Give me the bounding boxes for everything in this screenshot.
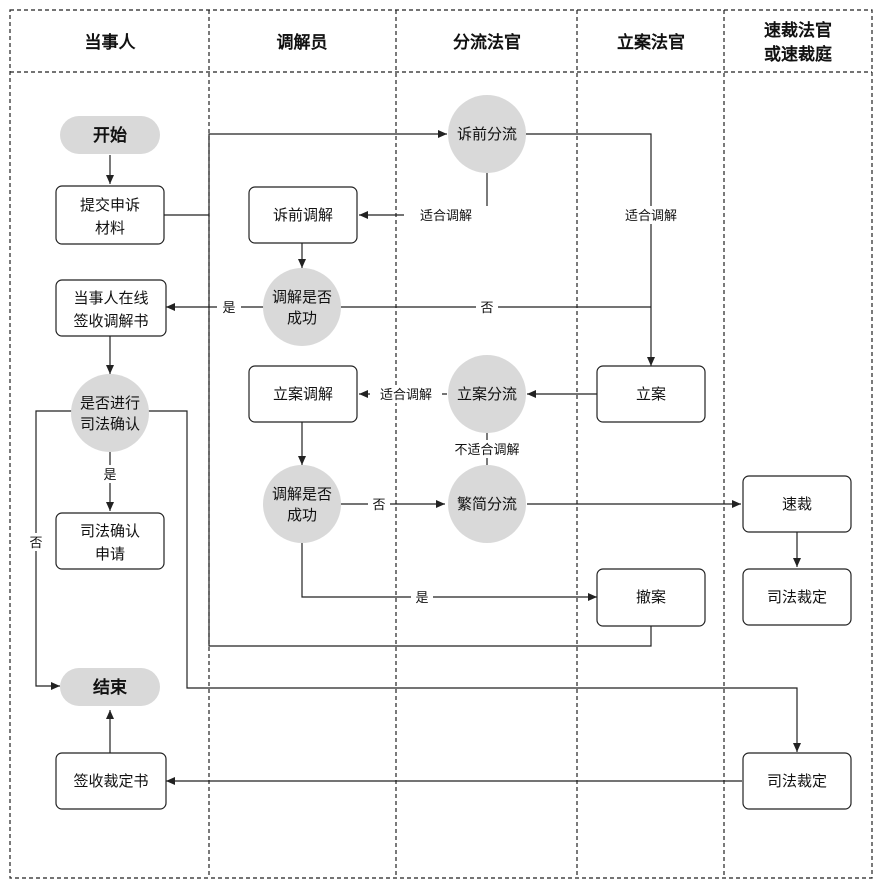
mediation-success-2-line1: 调解是否	[272, 485, 332, 503]
party-sign-online-node: 当事人在线 签收调解书	[55, 279, 167, 337]
lane-header-fast-judge-line1: 速裁法官	[764, 20, 832, 41]
lane-header-triage-judge: 分流法官	[453, 32, 521, 53]
edge-labels: 适合调解 适合调解 是 否 适合调解 不适合调解 是 否 否 是	[25, 206, 688, 606]
prelitigation-mediation-label: 诉前调解	[273, 206, 333, 224]
complex-simple-triage-node: 繁简分流	[448, 465, 526, 543]
judicial-confirm-q-line2: 司法确认	[80, 415, 140, 433]
end-node: 结束	[60, 668, 160, 706]
end-label: 结束	[93, 677, 127, 698]
edge-label-suitable-1: 适合调解	[420, 209, 472, 224]
judicial-confirm-decision: 是否进行 司法确认	[71, 374, 149, 452]
submit-label-line1: 提交申诉	[80, 196, 140, 214]
mediation-success-1-line1: 调解是否	[272, 288, 332, 306]
filing-node: 立案	[596, 365, 706, 423]
judicial-ruling-node-2: 司法裁定	[742, 752, 852, 810]
party-sign-line2: 签收调解书	[73, 312, 148, 330]
edge-label-suitable-2: 适合调解	[625, 209, 677, 224]
prelitigation-triage-node: 诉前分流	[448, 95, 526, 173]
judicial-ruling-1-label: 司法裁定	[767, 588, 827, 606]
submit-label-line2: 材料	[95, 219, 125, 237]
edge-label-no-3: 否	[372, 498, 385, 513]
lane-header-party: 当事人	[85, 32, 137, 53]
withdraw-case-label: 撤案	[636, 588, 666, 606]
edge-label-yes-2: 是	[103, 468, 116, 483]
start-node: 开始	[60, 116, 160, 154]
mediation-success-2-line2: 成功	[287, 506, 317, 524]
judicial-ruling-node-1: 司法裁定	[742, 568, 852, 626]
submit-materials-node: 提交申诉 材料	[55, 185, 165, 245]
prelitigation-mediation-node: 诉前调解	[248, 186, 358, 244]
filing-mediation-node: 立案调解	[248, 365, 358, 423]
filing-mediation-label: 立案调解	[273, 385, 333, 403]
edge-label-no-2: 否	[29, 536, 42, 551]
judicial-apply-line1: 司法确认	[80, 522, 140, 540]
edge-label-no-1: 否	[480, 301, 493, 316]
lane-header-mediator: 调解员	[277, 32, 328, 53]
lane-header-fast-judge-line2: 或速裁庭	[764, 44, 832, 65]
prelitigation-triage-label: 诉前分流	[457, 125, 517, 143]
fast-track-node: 速裁	[742, 475, 852, 533]
edge-label-yes-1: 是	[222, 301, 235, 316]
complex-simple-triage-label: 繁简分流	[457, 495, 517, 513]
edge-label-suitable-3: 适合调解	[380, 388, 432, 403]
mediation-success-1-line2: 成功	[287, 309, 317, 327]
filing-triage-node: 立案分流	[448, 355, 526, 433]
edge-label-not-suitable: 不适合调解	[454, 443, 519, 458]
fast-track-label: 速裁	[782, 495, 812, 513]
judicial-apply-line2: 申请	[95, 545, 125, 563]
withdraw-case-node: 撤案	[596, 568, 706, 627]
filing-label: 立案	[636, 385, 666, 403]
swimlane-frame	[9, 9, 873, 879]
judicial-ruling-2-label: 司法裁定	[767, 772, 827, 790]
judicial-confirm-q-line1: 是否进行	[80, 394, 140, 412]
mediation-success-decision-1: 调解是否 成功	[263, 268, 341, 346]
party-sign-line1: 当事人在线	[73, 289, 148, 307]
lane-header-filing-judge: 立案法官	[617, 32, 685, 53]
sign-ruling-label: 签收裁定书	[73, 772, 148, 790]
filing-triage-label: 立案分流	[457, 385, 517, 403]
mediation-success-decision-2: 调解是否 成功	[263, 465, 341, 543]
edge-label-yes-3: 是	[415, 591, 428, 606]
judicial-confirm-apply-node: 司法确认 申请	[55, 512, 165, 570]
start-label: 开始	[93, 125, 127, 146]
sign-ruling-node: 签收裁定书	[55, 752, 167, 810]
